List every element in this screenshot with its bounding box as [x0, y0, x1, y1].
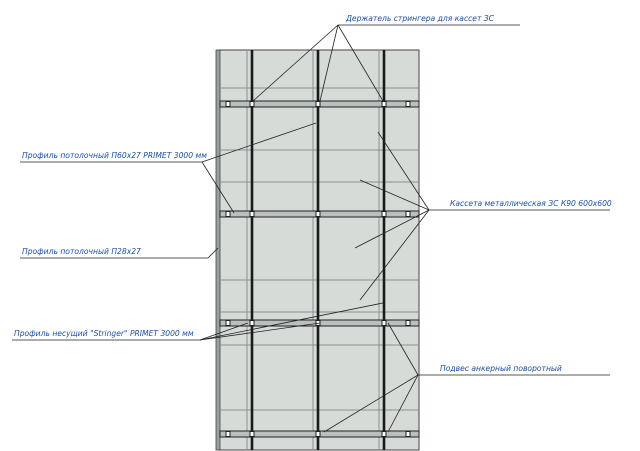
- label-profile-p28: Профиль потолочный П28х27: [22, 247, 141, 256]
- label-profile-p60: Профиль потолочный П60х27 PRIMET 3000 мм: [22, 151, 207, 160]
- label-stringer-holder: Держатель стрингера для кассет ЗС: [345, 14, 495, 23]
- carrier-profiles-p60: [250, 50, 386, 450]
- perimeter-profile-p28: [215, 49, 221, 451]
- label-cassette: Кассета металлическая ЗС К90 600х600: [450, 199, 612, 208]
- callout-leaders: [12, 24, 610, 433]
- label-anchor-hanger: Подвес анкерный поворотный: [440, 364, 562, 373]
- cassette-seams-vertical: [246, 50, 380, 450]
- label-stringer-profile: Профиль несущий "Stringer" PRIMET 3000 м…: [14, 329, 194, 338]
- stringer-holders: [225, 101, 411, 437]
